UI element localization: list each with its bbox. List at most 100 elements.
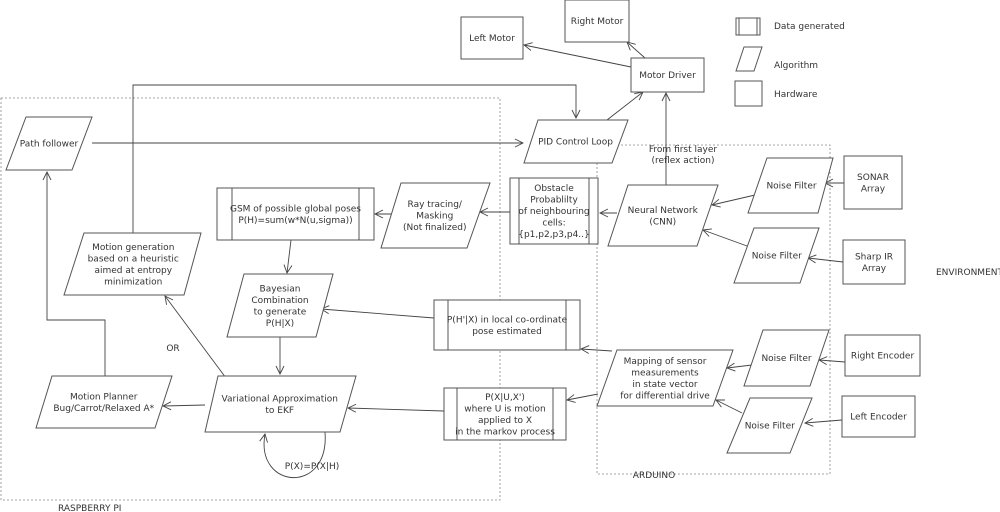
- algorithm-shape: [726, 397, 813, 454]
- node-right-encoder: Right Encoder: [844, 334, 921, 377]
- node-label: in state vector: [632, 380, 698, 390]
- algorithm-shape: [523, 119, 629, 164]
- hardware-shape: [843, 155, 903, 210]
- node-label: for differential drive: [620, 391, 710, 401]
- legend-label: Data generated: [774, 22, 845, 32]
- raspberry-pi-label: RASPBERRY PI: [58, 504, 121, 512]
- edge-right-encoder-to-noise-filter-right: [817, 356, 846, 365]
- algorithm-shape: [607, 184, 719, 247]
- node-label: P(H)=sum(w*N(u,sigma)): [238, 216, 352, 226]
- or-label: OR: [166, 344, 179, 354]
- node-label: aimed at entropy: [94, 266, 172, 276]
- hardware-shape: [460, 16, 524, 60]
- node-noise-filter-sonar: Noise Filter: [747, 157, 834, 214]
- legend-item-data: Data generated: [735, 17, 845, 36]
- edge-left-encoder-to-noise-filter-left: [803, 417, 843, 427]
- edge-motor-driver-to-left-motor: [523, 42, 632, 68]
- algorithm-shape: [596, 349, 734, 407]
- node-label: Array: [861, 184, 886, 194]
- raspberry-pi-region: [0, 97, 501, 501]
- node-noise-filter-left: Noise Filter: [726, 397, 813, 454]
- node-label: Noise Filter: [745, 422, 795, 432]
- edges: [42, 41, 846, 479]
- node-label: Noise Filter: [761, 354, 811, 364]
- hardware-shape: [842, 239, 906, 285]
- node-neural-network: Neural Network(CNN): [607, 184, 719, 247]
- node-label: Ray tracing/: [408, 200, 463, 210]
- node-path-follower: Path follower: [5, 116, 93, 171]
- environment-label: ENVIRONMENT: [936, 268, 1000, 278]
- node-label: (Not finalized): [403, 223, 467, 233]
- loop-label: P(X)=P(X|H): [285, 462, 340, 472]
- node-label: PID Control Loop: [538, 138, 613, 148]
- node-label: Noise Filter: [766, 182, 816, 192]
- edge-local-pose-to-bayesian: [319, 305, 435, 319]
- hardware-shape: [841, 395, 916, 438]
- edge-noise-filter-right-to-mapping: [726, 362, 753, 372]
- algorithm-shape: [35, 375, 173, 429]
- node-label: Motion Planner: [70, 392, 138, 402]
- node-label: Path follower: [20, 140, 79, 150]
- data-generated-icon: [735, 17, 761, 36]
- algorithm-shape: [747, 157, 834, 214]
- node-label: based on a heuristic: [88, 254, 179, 264]
- algorithm-shape: [226, 273, 334, 338]
- node-label: Left Motor: [469, 34, 515, 44]
- node-gsm: GSM of possible global posesP(H)=sum(w*N…: [216, 187, 375, 241]
- node-label: Variational Approximation: [222, 394, 338, 404]
- node-variational: Variational Approximation to EKF: [204, 375, 357, 433]
- node-label: to EKF: [265, 406, 294, 416]
- edge-gsm-to-bayesian: [283, 239, 293, 274]
- algorithm-shape: [380, 182, 491, 249]
- node-label: Motion generation: [92, 243, 174, 253]
- node-label: in the markov process: [455, 427, 555, 437]
- hardware-icon: [734, 80, 763, 107]
- legend-label: Hardware: [774, 90, 818, 100]
- node-label: Combination: [251, 296, 308, 306]
- node-label: to generate: [254, 307, 307, 317]
- arduino-label: ARDUINO: [633, 471, 675, 481]
- node-label: pose estimated: [472, 327, 542, 337]
- edge-variational-to-motion-generation: [164, 295, 227, 379]
- edge-sharp-ir-to-noise-filter-ir: [807, 254, 844, 264]
- edge-motion-generation-to-pid: [132, 84, 581, 233]
- node-left-motor: Left Motor: [460, 16, 524, 60]
- hardware-shape: [564, 0, 630, 43]
- edge-variational-to-motion-planner: [161, 401, 206, 411]
- edge-noise-filter-sonar-to-neural-network: [711, 194, 756, 208]
- edge-noise-filter-left-to-mapping: [715, 399, 743, 414]
- node-label: Obstacle: [534, 184, 574, 194]
- node-label: of neighbouring: [518, 207, 589, 217]
- node-label: cells:: [542, 219, 565, 229]
- legend-item-hardware: Hardware: [734, 80, 818, 107]
- node-label: applied to X: [478, 416, 532, 426]
- edge-mapping-to-markov: [566, 393, 599, 403]
- node-label: Bug/Carrot/Relaxed A*: [53, 404, 154, 414]
- hardware-shape: [630, 57, 705, 93]
- arduino-region: [596, 144, 831, 475]
- node-label: Noise Filter: [752, 252, 802, 262]
- node-label: SONAR: [857, 173, 889, 183]
- algorithm-shape: [5, 116, 93, 171]
- algorithm-shape: [733, 227, 820, 284]
- algorithm-shape: [204, 375, 357, 433]
- edge-mapping-to-local-pose: [579, 345, 613, 354]
- node-label: measurements: [631, 368, 699, 378]
- node-label: {p1,p2,p3,p4..}: [518, 230, 590, 240]
- algorithm-shape: [63, 232, 202, 296]
- node-label: Neural Network: [628, 206, 699, 216]
- node-label: Probablilty: [530, 196, 578, 206]
- algorithm-icon: [735, 46, 763, 72]
- node-ray-tracing: Ray tracing/Masking(Not finalized): [380, 182, 491, 249]
- node-label: minimization: [104, 277, 162, 287]
- node-label: P(H|X): [266, 319, 294, 329]
- data-shape: [443, 387, 567, 441]
- node-label: (CNN): [649, 217, 676, 227]
